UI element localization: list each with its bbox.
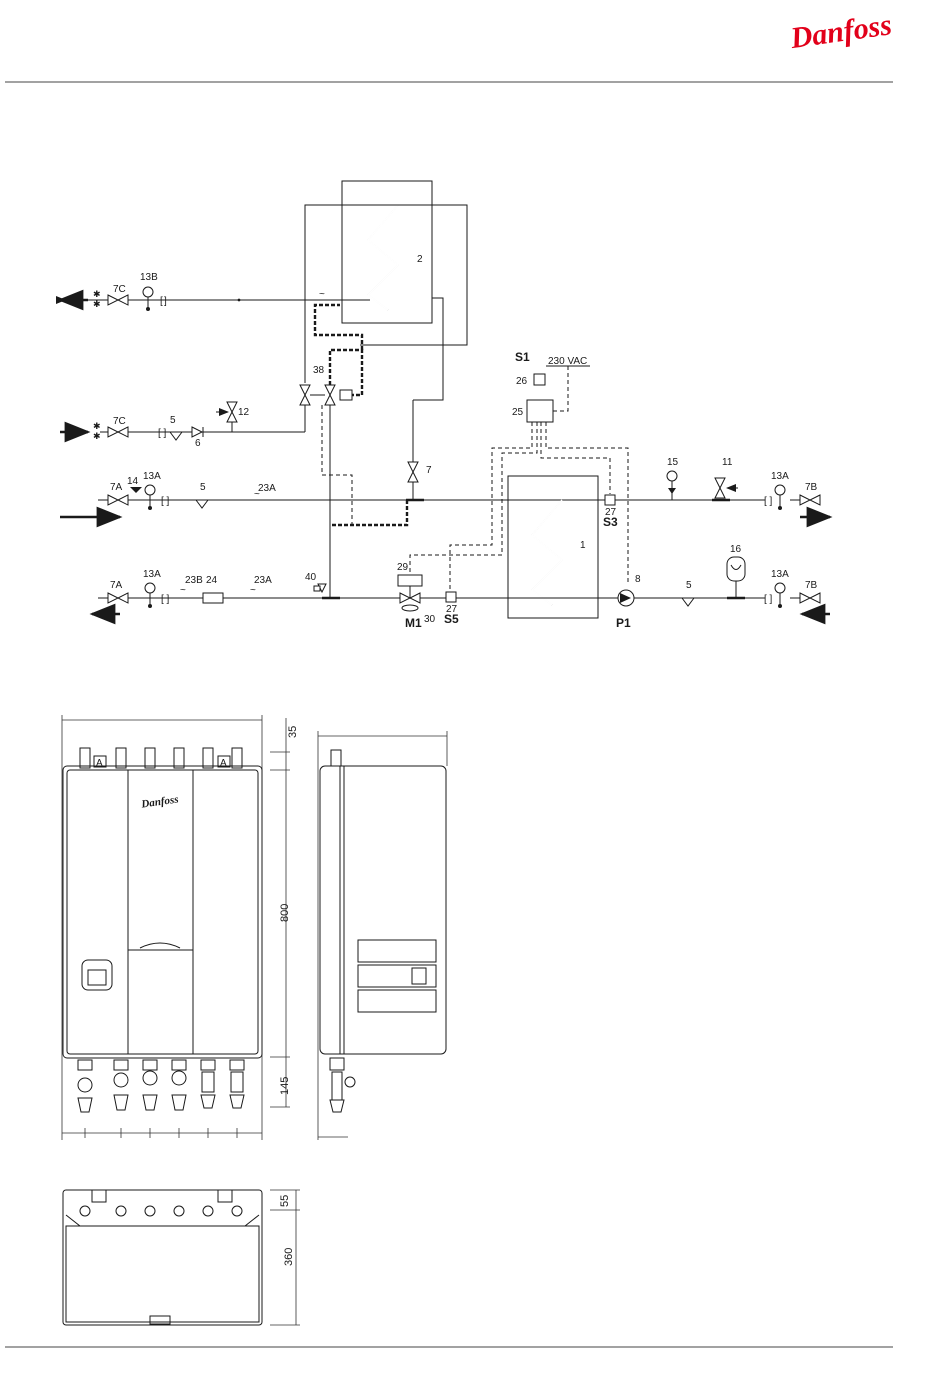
hydraulic-schematic: 2 ✱ ✱ 7C 13B [] ~ ✱ ✱ 7C [ ] 5 6 12 <box>60 181 830 630</box>
label-23b: 23B <box>185 575 203 586</box>
svg-text:[ ]: [ ] <box>158 428 167 439</box>
label-hx2: 2 <box>417 254 423 265</box>
svg-text:[ ]: [ ] <box>161 496 170 507</box>
label-hx1: 1 <box>580 540 586 551</box>
front-logo: Danfoss <box>140 793 180 810</box>
dim-360: 360 <box>283 1248 295 1266</box>
label-m1: M1 <box>405 616 422 630</box>
label-5-r2: 5 <box>686 580 692 591</box>
label-26: 26 <box>516 376 528 387</box>
label-7a-ret: 7A <box>110 580 123 591</box>
svg-text:[ ]: [ ] <box>161 594 170 605</box>
label-13a-sup: 13A <box>143 471 161 482</box>
front-panel <box>128 770 193 1054</box>
svg-text:]: ] <box>164 296 167 307</box>
svg-text:~: ~ <box>250 585 256 596</box>
front-view-drawing: 35 800 145 A A Danfoss <box>62 715 299 1140</box>
label-s3: S3 <box>603 515 618 529</box>
label-25: 25 <box>512 407 524 418</box>
top-view-drawing: 55 360 <box>63 1190 300 1325</box>
label-16: 16 <box>730 544 742 555</box>
svg-text:~: ~ <box>254 489 260 500</box>
svg-text:✱: ✱ <box>93 299 101 309</box>
label-7: 7 <box>426 465 432 476</box>
label-8: 8 <box>635 574 641 585</box>
label-23a-ret: 23A <box>254 575 272 586</box>
svg-text:✱: ✱ <box>93 289 101 299</box>
side-view-drawing <box>318 731 447 1140</box>
label-13b: 13B <box>140 272 158 283</box>
tag-a-left: A <box>96 758 103 769</box>
dim-800: 800 <box>279 904 291 922</box>
label-5-sup: 5 <box>200 482 206 493</box>
label-p1: P1 <box>616 616 631 630</box>
dim-55: 55 <box>279 1195 291 1207</box>
label-40: 40 <box>305 572 317 583</box>
label-13a-ret: 13A <box>143 569 161 580</box>
label-11: 11 <box>722 457 733 468</box>
label-29: 29 <box>397 562 409 573</box>
dim-35: 35 <box>287 726 299 738</box>
label-7b-r2: 7B <box>805 580 818 591</box>
label-s5: S5 <box>444 612 459 626</box>
label-30: 30 <box>424 614 436 625</box>
svg-text:✱: ✱ <box>93 431 101 441</box>
label-15: 15 <box>667 457 679 468</box>
dim-145: 145 <box>279 1077 291 1095</box>
tag-a-right: A <box>220 758 227 769</box>
heat-exchanger-2 <box>342 181 432 323</box>
svg-text:[: [ <box>160 296 163 307</box>
danfoss-logo: Danfoss <box>787 8 893 55</box>
label-7c-top: 7C <box>113 284 126 295</box>
svg-text:~: ~ <box>319 289 325 300</box>
label-24: 24 <box>206 575 218 586</box>
svg-text:[ ]: [ ] <box>764 496 773 507</box>
coil-2 <box>368 205 398 310</box>
side-cabinet <box>320 766 446 1054</box>
label-13a-r2: 13A <box>771 569 789 580</box>
label-7a-sup: 7A <box>110 482 123 493</box>
unit-cabinet <box>63 766 262 1058</box>
label-230vac: 230 VAC <box>548 356 587 367</box>
label-s1: S1 <box>515 350 530 364</box>
label-13a-r1: 13A <box>771 471 789 482</box>
coil-1 <box>532 500 562 605</box>
label-7b-r1: 7B <box>805 482 818 493</box>
label-12: 12 <box>238 407 250 418</box>
svg-text:[ ]: [ ] <box>764 594 773 605</box>
label-7c-mid: 7C <box>113 416 126 427</box>
label-14: 14 <box>127 476 139 487</box>
svg-text:~: ~ <box>180 585 186 596</box>
svg-text:✱: ✱ <box>93 421 101 431</box>
label-6: 6 <box>195 438 201 449</box>
label-38: 38 <box>313 365 325 376</box>
label-23a-sup: 23A <box>258 483 276 494</box>
label-5-mid: 5 <box>170 415 176 426</box>
